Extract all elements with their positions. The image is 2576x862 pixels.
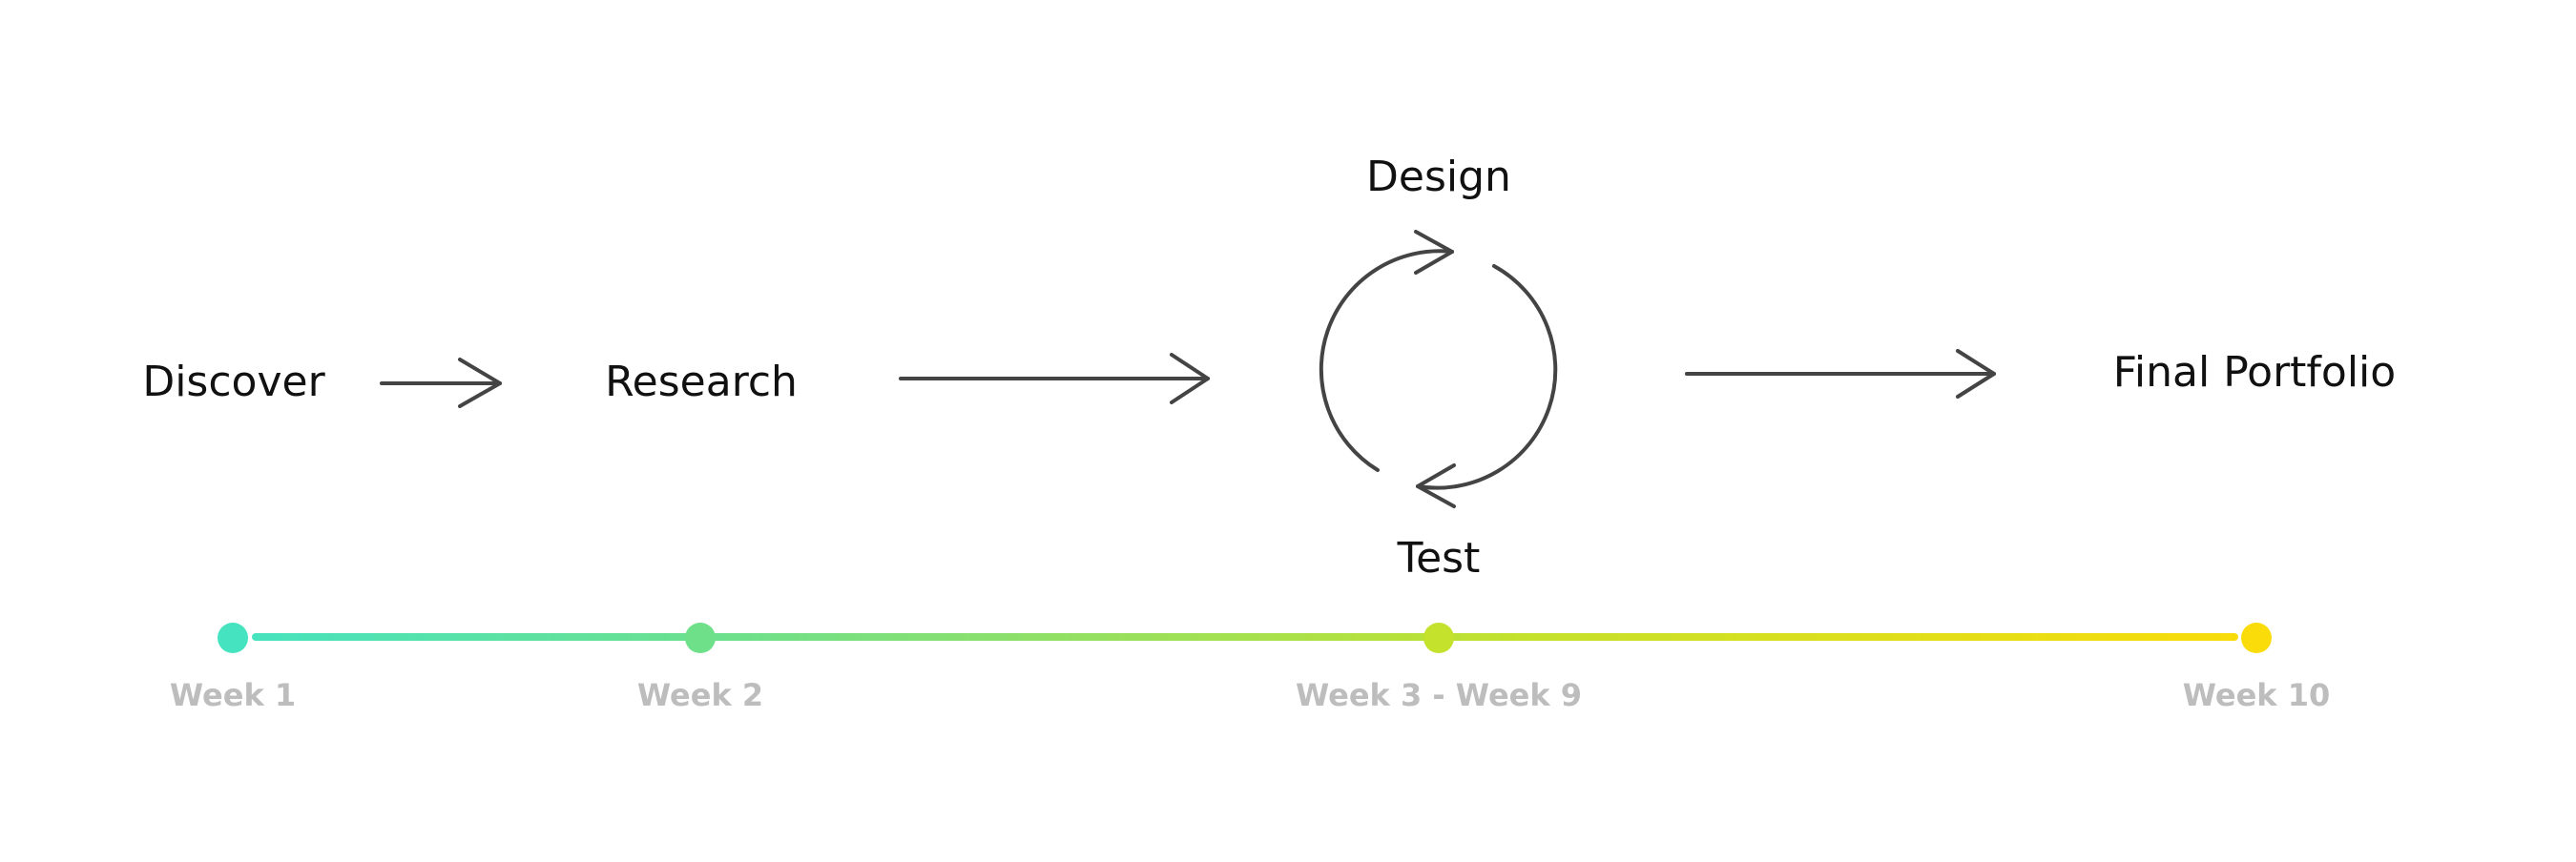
stage-design: Design xyxy=(1366,153,1511,201)
week-1-marker xyxy=(218,623,248,653)
stage-research: Research xyxy=(605,358,798,406)
arrow-right-icon xyxy=(1685,349,1996,399)
week-2-marker xyxy=(685,623,716,653)
arrow-right-icon xyxy=(380,358,502,408)
stage-test: Test xyxy=(1397,534,1481,583)
week-label-2: Week 2 xyxy=(637,677,763,713)
timeline: Week 1 Week 2 Week 3 - Week 9 Week 10 xyxy=(170,623,2330,713)
week-10-marker xyxy=(2241,623,2272,653)
cycle-arrows-icon xyxy=(1319,230,1558,508)
week-label-3-9: Week 3 - Week 9 xyxy=(1296,677,1582,713)
week-3-9-marker xyxy=(1423,623,1454,653)
stage-final-portfolio: Final Portfolio xyxy=(2113,348,2396,397)
stage-discover: Discover xyxy=(142,358,325,406)
arrow-right-icon xyxy=(899,353,1210,404)
week-label-1: Week 1 xyxy=(170,677,296,713)
week-label-10: Week 10 xyxy=(2183,677,2331,713)
